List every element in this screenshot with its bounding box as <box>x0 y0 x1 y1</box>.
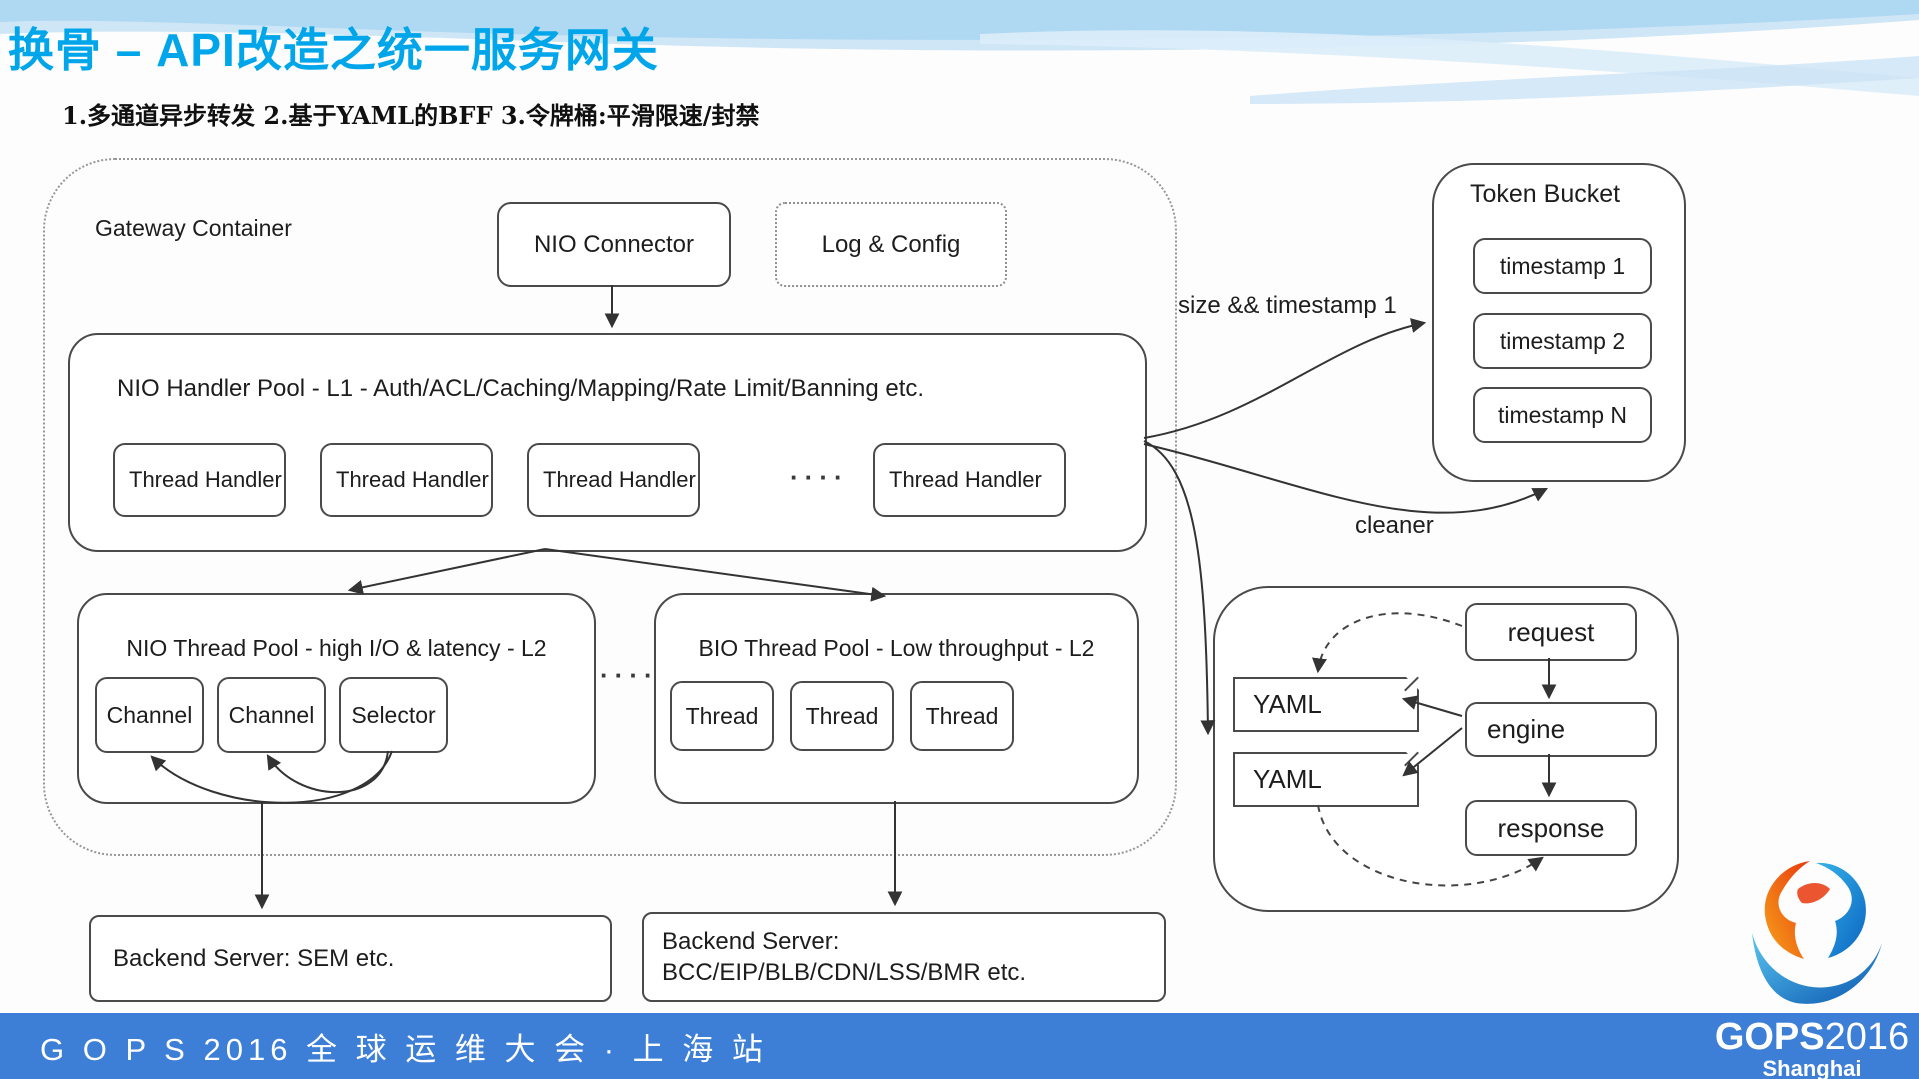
handler-pool-ellipsis: ···· <box>790 462 849 492</box>
page-title: 换骨 – API改造之统一服务网关 <box>8 24 659 76</box>
thread-handler-box: Thread Handler <box>527 443 700 517</box>
cleaner-edge-label: cleaner <box>1355 512 1434 539</box>
gops-logo-year: 2016 <box>1824 1016 1910 1058</box>
nio-handler-pool-label: NIO Handler Pool - L1 - Auth/ACL/Caching… <box>117 375 925 402</box>
backend-bcc-line2: BCC/EIP/BLB/CDN/LSS/BMR etc. <box>662 959 1027 986</box>
timestamp-box: timestamp 2 <box>1473 313 1652 369</box>
timestamp-box: timestamp 1 <box>1473 238 1652 294</box>
selector-box: Selector <box>339 677 448 753</box>
request-box: request <box>1465 603 1637 661</box>
bio-thread-pool-label: BIO Thread Pool - Low throughput - L2 <box>698 635 1095 661</box>
thread-box: Thread <box>670 681 774 751</box>
channel-box: Channel <box>217 677 326 753</box>
timestamp-box: timestamp N <box>1473 387 1652 443</box>
footer-conference-text: G O P S 2016 全 球 运 维 大 会 · 上 海 站 <box>40 1032 768 1067</box>
backend-bcc-line1: Backend Server: <box>662 927 840 955</box>
thread-box: Thread <box>910 681 1014 751</box>
token-bucket-title: Token Bucket <box>1470 180 1621 208</box>
engine-box: engine <box>1465 702 1657 757</box>
backend-sem-box: Backend Server: SEM etc. <box>89 915 612 1002</box>
size-timestamp-edge-label: size && timestamp 1 <box>1178 292 1397 319</box>
log-config-box: Log & Config <box>775 202 1007 287</box>
yaml-box: YAML <box>1233 751 1419 807</box>
gateway-container-label: Gateway Container <box>95 215 292 241</box>
response-box: response <box>1465 800 1637 856</box>
backend-bcc-box: Backend Server: BCC/EIP/BLB/CDN/LSS/BMR … <box>642 912 1166 1002</box>
gops-logo-city: Shanghai <box>1762 1056 1862 1079</box>
nio-connector-box: NIO Connector <box>497 202 731 287</box>
slide-subtitle: 1.多通道异步转发 2.基于YAML的BFF 3.令牌桶:平滑限速/封禁 <box>62 101 760 130</box>
yaml-box-label: YAML <box>1253 689 1322 719</box>
thread-handler-box: Thread Handler <box>320 443 493 517</box>
yaml-box-label: YAML <box>1253 764 1322 794</box>
gops-wordmark: GOPS2016 Shanghai <box>1712 1018 1912 1079</box>
thread-handler-box: Thread Handler <box>113 443 286 517</box>
yaml-box: YAML <box>1233 676 1419 732</box>
nio-thread-pool-label: NIO Thread Pool - high I/O & latency - L… <box>126 635 547 661</box>
gops-logo-icon <box>1752 861 1882 1004</box>
thread-box: Thread <box>790 681 894 751</box>
footer-bar <box>0 1013 1919 1079</box>
pools-ellipsis: ···· <box>600 660 659 690</box>
gops-logo-word: GOPS <box>1714 1016 1825 1058</box>
thread-handler-box: Thread Handler <box>873 443 1066 517</box>
channel-box: Channel <box>95 677 204 753</box>
